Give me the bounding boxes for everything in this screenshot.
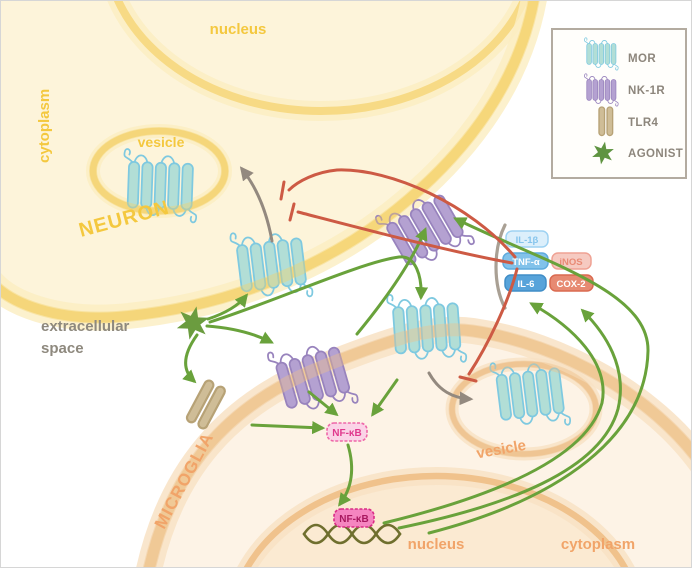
neuron-vesicle-label: vesicle bbox=[138, 134, 185, 150]
nfkb-label: NF-κB bbox=[332, 428, 361, 439]
nfkb-badge: NF-κB bbox=[326, 422, 368, 442]
microglia-cell bbox=[149, 329, 691, 567]
microglia-nucleus-ring bbox=[237, 467, 635, 567]
arrow-nucleus-to-inos-cox2 bbox=[397, 308, 622, 530]
neuron-nucleus bbox=[107, 1, 535, 121]
arrow-nucleus-to-cytokines bbox=[382, 302, 605, 525]
arrow-nfkb-to-nucleus bbox=[338, 443, 354, 507]
arrow-mor-to-nfkb bbox=[371, 378, 399, 417]
legend: MOR NK-1R TLR4 AGONIST bbox=[551, 28, 687, 179]
microglia-vesicle bbox=[445, 357, 603, 461]
legend-mor-label: MOR bbox=[628, 53, 656, 65]
dna-helix bbox=[302, 523, 402, 545]
cytokine-bracket bbox=[494, 223, 507, 310]
arrow-nk1r-to-nfkb bbox=[307, 390, 339, 417]
arrow-neuron-mor-internalization bbox=[239, 166, 274, 243]
tnfa-label: TNF-α bbox=[512, 257, 540, 268]
inhibition-lines bbox=[279, 168, 519, 383]
microglia-nucleus-label: nucleus bbox=[408, 536, 465, 553]
microglia-cytoplasm-label: cytoplasm bbox=[561, 536, 635, 553]
extracellular-label-line1: extracellular bbox=[41, 318, 130, 335]
nfkb-nuclear-badge: NF-κB bbox=[333, 508, 375, 528]
legend-nk1r-label: NK-1R bbox=[628, 85, 665, 97]
extracellular-label-line2: space bbox=[41, 340, 84, 357]
cytokine-tnfa: TNF-α bbox=[502, 252, 549, 270]
nfkb-nuclear-label: NF-κB bbox=[339, 514, 368, 525]
cox2-label: COX-2 bbox=[556, 279, 585, 290]
arrow-tlr4-to-nfkb bbox=[250, 420, 326, 435]
cytokine-il1b: IL-1β bbox=[505, 230, 549, 248]
il1b-label: IL-1β bbox=[516, 235, 539, 246]
il6-label: IL-6 bbox=[518, 279, 535, 290]
arrow-mediators-to-neuron-nk1r bbox=[427, 217, 650, 535]
neuron-nucleus-label: nucleus bbox=[210, 21, 267, 38]
legend-tlr4-label: TLR4 bbox=[628, 117, 659, 129]
arrow-agonist-to-microglia-nk1r bbox=[205, 324, 274, 344]
arrow-agonist-to-microglia-mor bbox=[208, 255, 429, 324]
cytokine-inos: iNOS bbox=[551, 252, 592, 270]
cytokine-cox2: COX-2 bbox=[549, 274, 594, 292]
arrow-microglia-mor-internalization bbox=[427, 371, 474, 406]
arrow-agonist-to-neuron-mor bbox=[206, 293, 249, 321]
neuron-cell bbox=[1, 1, 534, 318]
neuron-cytoplasm-label: cytoplasm bbox=[36, 89, 53, 163]
inos-label: iNOS bbox=[559, 257, 582, 268]
arrow-agonist-to-tlr4 bbox=[182, 333, 199, 384]
legend-agonist-label: AGONIST bbox=[628, 148, 683, 160]
